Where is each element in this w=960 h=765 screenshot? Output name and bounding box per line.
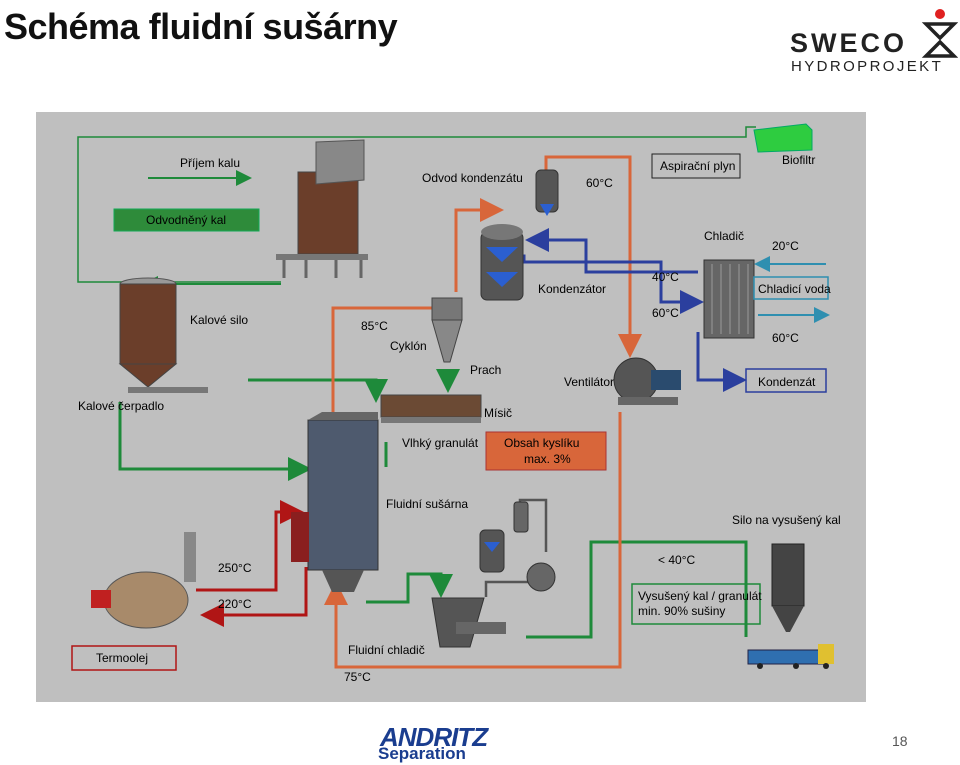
truck-icon <box>747 644 834 669</box>
biofilter-icon <box>753 123 813 153</box>
label-temp-60-top: 60°C <box>586 176 613 190</box>
diagram-canvas: Příjem kalu Odvodněný kal Kalové silo Ka… <box>71 123 841 684</box>
label-temp-20: 20°C <box>772 239 799 253</box>
label-vysuseny-2: min. 90% sušiny <box>638 604 725 618</box>
label-biofiltr: Biofiltr <box>782 153 815 167</box>
condenser-icon <box>480 224 524 301</box>
oxygen-content-box <box>485 431 607 471</box>
label-temp-40: 40°C <box>652 270 679 284</box>
label-temp-220: 220°C <box>218 597 252 611</box>
small-fan-icon <box>526 562 556 592</box>
label-odvodneny-kal: Odvodněný kal <box>146 213 226 227</box>
label-temp-75: 75°C <box>344 670 371 684</box>
label-prijem-kalu: Příjem kalu <box>180 156 240 170</box>
condensate-box <box>745 368 827 393</box>
label-temp-250: 250°C <box>218 561 252 575</box>
sweco-emblem-icon <box>921 9 958 58</box>
mixer-icon <box>380 394 482 423</box>
dried-sludge-box <box>631 583 761 625</box>
sweco-logo-text: SWECO <box>790 28 908 58</box>
fluid-cooler-icon <box>431 597 506 648</box>
andritz-logo-text: ANDRITZ <box>380 722 488 752</box>
pump-to-dryer-pipe <box>118 402 312 481</box>
label-vysuseny-1: Vysušený kal / granulát <box>638 589 762 603</box>
sweco-logo: SWECO HYDROPROJEKT <box>788 6 958 78</box>
label-obsah-kysliku-2: max. 3% <box>524 452 571 466</box>
label-temp-85: 85°C <box>361 319 388 333</box>
label-chladic: Chladič <box>704 229 744 243</box>
boiler-icon <box>91 532 196 629</box>
label-silo-vysuseny: Silo na vysušený kal <box>732 513 841 527</box>
cyclone-icon <box>431 297 463 363</box>
condensate-drum-icon <box>535 169 559 216</box>
label-temp-lt40: < 40°C <box>658 553 695 567</box>
andritz-logo: ANDRITZ Separation <box>376 722 488 764</box>
label-misic: Mísič <box>484 406 512 420</box>
label-fluidni-susarna: Fluidní sušárna <box>386 497 468 511</box>
belt-press-icon <box>276 139 368 278</box>
product-silo-icon <box>771 543 805 632</box>
label-kondenzator: Kondenzátor <box>538 282 606 296</box>
thermal-oil-box <box>71 645 177 671</box>
fluid-dryer-icon <box>291 412 379 592</box>
label-kondenzat: Kondenzát <box>758 375 816 389</box>
fan-icon <box>613 357 681 405</box>
label-fluidni-chladic: Fluidní chladič <box>348 643 425 657</box>
dryer-flow-diagram: Příjem kalu Odvodněný kal Kalové silo Ka… <box>36 112 866 702</box>
label-kalove-cerpadlo: Kalové čerpadlo <box>78 399 164 413</box>
thermal-oil-return-pipe <box>200 567 308 627</box>
dryer-to-cooler-pipe <box>366 572 453 604</box>
cooling-water-box <box>753 276 829 300</box>
label-temp-60-right: 60°C <box>652 306 679 320</box>
thermal-oil-supply-pipe <box>196 500 304 592</box>
cooling-loop-upper <box>525 228 698 274</box>
plate-cooler-icon <box>703 259 755 339</box>
page-title: Schéma fluidní sušárny <box>4 6 398 47</box>
cyclone-to-condenser-pipe <box>454 198 504 292</box>
mixer-feed-pipe <box>248 378 388 403</box>
label-cyklon: Cyklón <box>390 339 427 353</box>
fan-recycle-pipe <box>324 412 622 669</box>
label-odvod-kondenzatu: Odvod kondenzátu <box>422 171 523 185</box>
page-number: 18 <box>892 733 908 749</box>
label-temp-60-right2: 60°C <box>772 331 799 345</box>
label-chladici-voda: Chladicí voda <box>758 282 831 296</box>
andritz-logo-subtext: Separation <box>378 744 466 763</box>
sludge-silo-feed-pipe <box>77 212 281 283</box>
small-fan-pipe <box>484 580 546 597</box>
small-cyclone-icon <box>479 501 529 573</box>
sludge-silo-icon <box>118 277 208 393</box>
sweco-logo-subtext: HYDROPROJEKT <box>791 58 944 75</box>
label-termoolej: Termoolej <box>96 651 148 665</box>
label-kalove-silo: Kalové silo <box>190 313 248 327</box>
label-obsah-kysliku-1: Obsah kyslíku <box>504 436 579 450</box>
sludge-return-pipe <box>77 126 756 212</box>
label-aspiracni-plyn: Aspirační plyn <box>660 159 735 173</box>
label-prach: Prach <box>470 363 501 377</box>
label-vlhky-granulat: Vlhký granulát <box>402 436 479 450</box>
aspiration-gas-box <box>651 153 741 179</box>
label-ventilator: Ventilátor <box>564 375 614 389</box>
product-line-pipe <box>526 540 748 639</box>
dewatered-sludge-box <box>113 208 260 232</box>
condensate-drain-pipe <box>696 332 747 392</box>
